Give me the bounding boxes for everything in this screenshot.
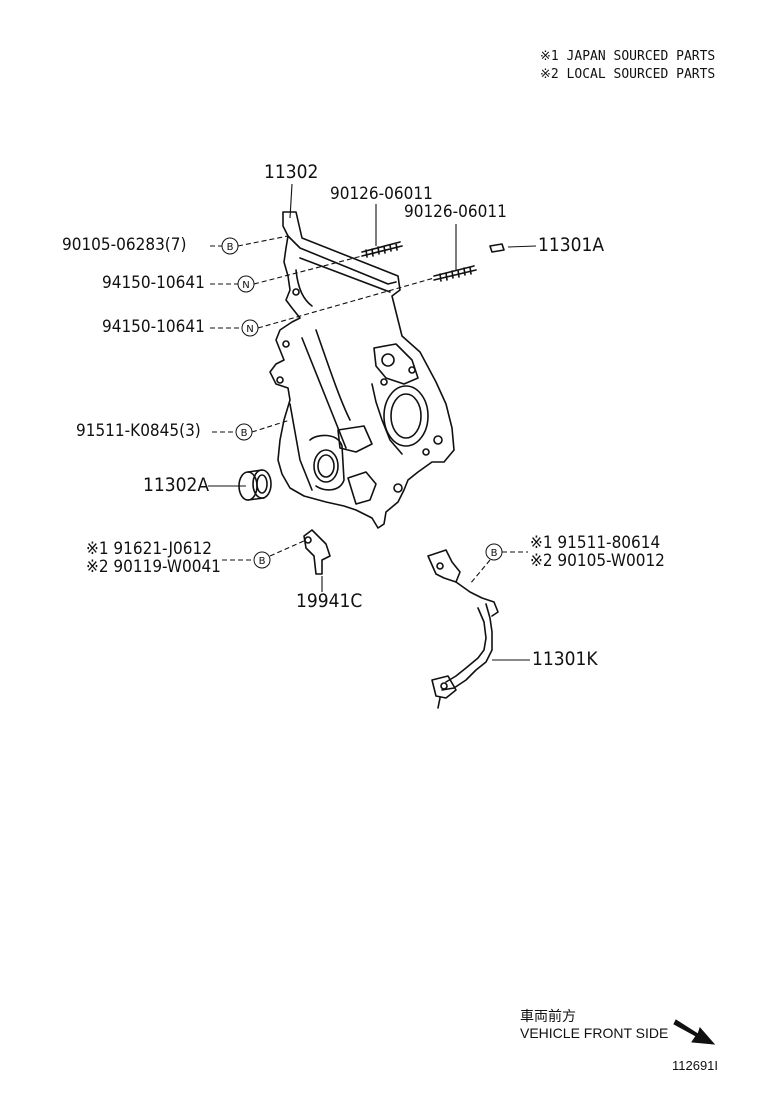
front-label-jp: 車両前方 <box>520 1008 576 1024</box>
leader-91511-80614 <box>469 551 528 585</box>
part-90119-W0041[interactable]: ※2 90119-W0041 <box>86 557 221 577</box>
timing-cover <box>269 211 455 529</box>
sensor-11301K <box>427 549 461 583</box>
marker-nut-2-text: N <box>246 324 253 335</box>
part-94150-10641-a[interactable]: 94150-10641 <box>102 273 205 293</box>
leader-11301A <box>507 245 537 248</box>
marker-bolt-2-text: B <box>241 428 248 439</box>
marker-nut-2 <box>241 319 259 337</box>
bracket-19941C <box>303 529 331 575</box>
marker-bolt-3-text: B <box>259 556 266 567</box>
leader-91621 <box>222 539 307 561</box>
part-19941C[interactable]: 19941C <box>296 590 363 612</box>
marker-nut-1 <box>237 275 255 293</box>
marker-nut-1-text: N <box>242 280 249 291</box>
part-11301K[interactable]: 11301K <box>532 648 598 670</box>
pin-11301A <box>489 243 505 253</box>
part-90126-06011-b[interactable]: 90126-06011 <box>404 202 507 222</box>
marker-bolt-2 <box>235 423 253 441</box>
stud-upper <box>361 241 403 258</box>
stud-lower <box>433 265 477 282</box>
part-90105-W0012[interactable]: ※2 90105-W0012 <box>530 551 665 571</box>
front-label-en: VEHICLE FRONT SIDE <box>520 1025 669 1041</box>
marker-bolt-4 <box>485 543 503 561</box>
leader-94150b <box>210 277 435 329</box>
part-91511-80614[interactable]: ※1 91511-80614 <box>530 533 661 553</box>
part-91621-J0612[interactable]: ※1 91621-J0612 <box>86 539 212 559</box>
legend-japan: ※1 JAPAN SOURCED PARTS <box>540 49 716 64</box>
marker-bolt-4-text: B <box>491 548 498 559</box>
leader-90105 <box>210 235 289 247</box>
part-94150-10641-b[interactable]: 94150-10641 <box>102 317 205 337</box>
part-11301A[interactable]: 11301A <box>538 234 605 256</box>
leader-91511K <box>212 419 291 433</box>
leader-94150a <box>210 255 363 285</box>
figure-number: 112691I <box>672 1058 719 1073</box>
legend-local: ※2 LOCAL SOURCED PARTS <box>540 67 716 82</box>
front-arrow-icon <box>673 1019 716 1045</box>
oil-seal-bore <box>383 385 429 447</box>
part-91511-K0845[interactable]: 91511-K0845(3) <box>76 421 201 441</box>
part-11302A[interactable]: 11302A <box>143 474 210 496</box>
marker-bolt-1-text: B <box>227 242 234 253</box>
part-90126-06011-a[interactable]: 90126-06011 <box>330 184 433 204</box>
marker-bolt-1 <box>221 237 239 255</box>
part-11302[interactable]: 11302 <box>264 161 319 183</box>
part-90105-06283[interactable]: 90105-06283(7) <box>62 235 187 255</box>
leader-11302 <box>289 183 293 219</box>
marker-bolt-3 <box>253 551 271 569</box>
